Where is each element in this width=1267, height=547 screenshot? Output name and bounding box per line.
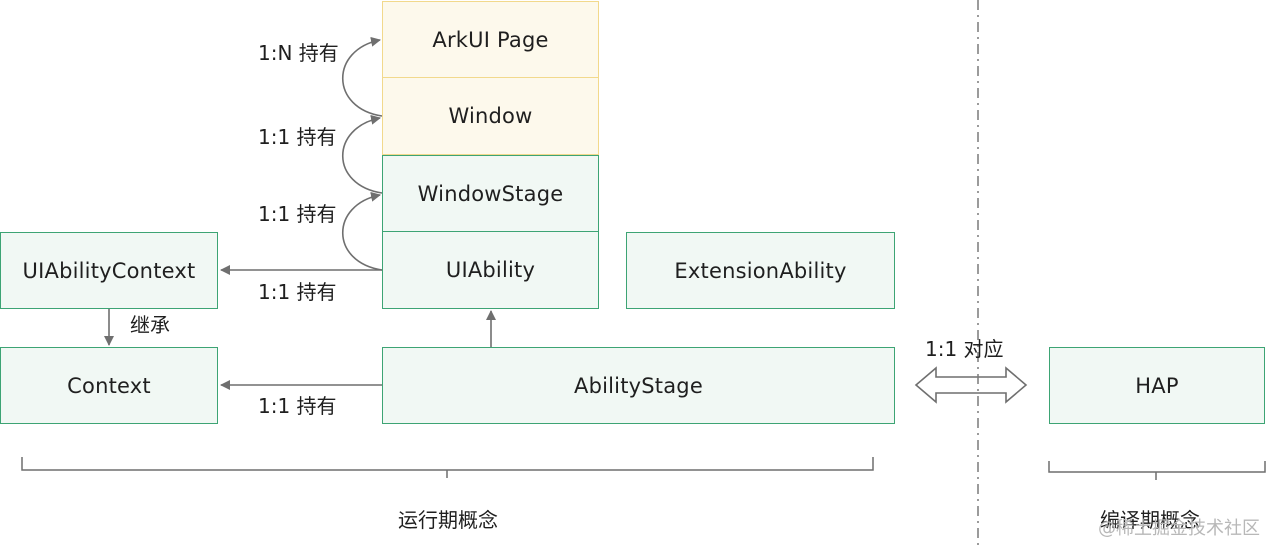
window-node: Window bbox=[382, 78, 599, 155]
context-node: Context bbox=[0, 347, 218, 424]
brace-compile bbox=[1048, 461, 1266, 480]
edge-label-inherit: 继承 bbox=[130, 313, 170, 337]
edge-label-stage-hap: 1:1 对应 bbox=[925, 337, 1004, 361]
group-label-runtime: 运行期概念 bbox=[398, 508, 498, 532]
edge-label-abilitystage-context: 1:1 持有 bbox=[258, 394, 337, 418]
window-stage-label: WindowStage bbox=[417, 181, 564, 206]
double-arrow-icon bbox=[914, 366, 1028, 404]
edge-label-windowstage-uiability: 1:1 持有 bbox=[258, 202, 337, 226]
arkui-page-label: ArkUI Page bbox=[432, 27, 549, 52]
ui-ability-label: UIAbility bbox=[445, 258, 536, 282]
hap-node: HAP bbox=[1049, 347, 1265, 424]
context-label: Context bbox=[67, 373, 151, 398]
ui-ability-node: UIAbility bbox=[382, 232, 599, 309]
hap-label: HAP bbox=[1135, 373, 1179, 398]
edge-label-page-window: 1:N 持有 bbox=[258, 41, 339, 65]
watermark: @稀土掘金技术社区 bbox=[1098, 518, 1260, 539]
edge-label-uiability-context: 1:1 持有 bbox=[258, 280, 337, 304]
ability-stage-node: AbilityStage bbox=[382, 347, 895, 424]
extension-ability-label: ExtensionAbility bbox=[674, 258, 847, 283]
window-stage-node: WindowStage bbox=[382, 155, 599, 232]
curve-arrow-window-page bbox=[342, 36, 383, 117]
brace-runtime bbox=[21, 457, 874, 478]
ui-ability-context-node: UIAbilityContext bbox=[0, 232, 218, 309]
curve-arrow-windowstage-window bbox=[342, 114, 383, 194]
arkui-page-node: ArkUI Page bbox=[382, 1, 599, 78]
group-label-compile: 编译期概念 bbox=[1100, 508, 1200, 532]
window-label: Window bbox=[448, 104, 533, 128]
curve-arrow-uiability-windowstage bbox=[342, 191, 383, 271]
edge-label-window-windowstage: 1:1 持有 bbox=[258, 125, 337, 149]
extension-ability-node: ExtensionAbility bbox=[626, 232, 895, 309]
ui-ability-context-label: UIAbilityContext bbox=[22, 258, 196, 283]
ability-stage-label: AbilityStage bbox=[574, 373, 703, 398]
